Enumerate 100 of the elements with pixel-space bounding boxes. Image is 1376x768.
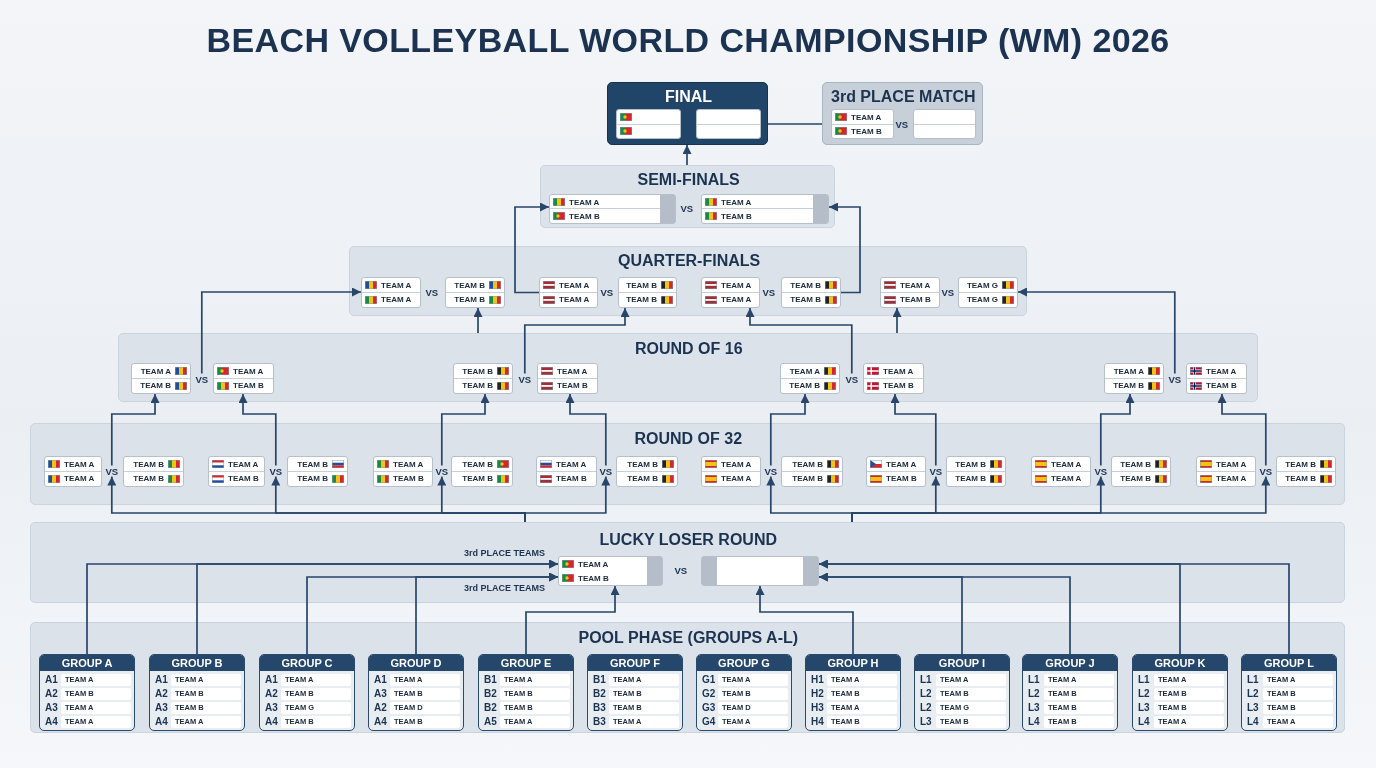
matchup-card <box>701 456 761 487</box>
seed-code: G1 <box>702 674 716 686</box>
third-place-panel <box>822 82 983 145</box>
group-card <box>587 654 683 731</box>
group-card <box>39 654 135 731</box>
matchup-card <box>549 194 676 224</box>
seed-code: L3 <box>1247 702 1259 714</box>
team-name: TEAM B <box>133 474 164 484</box>
empty-matchup-card <box>913 109 976 139</box>
group-header: GROUP E <box>479 655 573 671</box>
seed-code: A2 <box>265 688 278 700</box>
matchup-card <box>618 277 677 308</box>
round-heading: POOL PHASE (GROUPS A-L) <box>578 629 799 647</box>
matchup-card <box>361 277 421 308</box>
team-name: TEAM A <box>557 366 588 376</box>
seed-code: B3 <box>593 716 606 728</box>
team-name: TEAM B <box>556 474 587 484</box>
side-note: 3rd PLACE TEAMS <box>464 582 545 594</box>
round-panel <box>30 622 1345 733</box>
team-name: TEAM A <box>64 459 95 469</box>
seed-code: A2 <box>374 702 387 714</box>
team-name: TEAM A <box>721 474 752 484</box>
team-name: TEAM A <box>721 295 752 305</box>
versus-label: VS <box>518 373 532 385</box>
group-card <box>805 654 901 731</box>
matchup-card <box>445 277 505 308</box>
matchup-card <box>1196 456 1256 487</box>
arrow <box>1217 393 1267 467</box>
team-name: TEAM A <box>228 459 259 469</box>
seed-code: A2 <box>155 688 168 700</box>
team-name: TEAM B <box>557 381 588 391</box>
arrow <box>1017 287 1176 375</box>
team-name: TEAM B <box>393 474 424 484</box>
arrow <box>514 202 550 294</box>
team-name: TEAM B <box>721 211 752 221</box>
team-name: TEAM A <box>559 280 590 290</box>
team-name: TEAM B <box>1285 474 1316 484</box>
matchup-card <box>451 456 513 487</box>
final-panel <box>607 82 768 145</box>
team-name: TEAM B <box>140 381 171 391</box>
team-name: TEAM A <box>883 366 914 376</box>
versus-label: VS <box>425 286 439 298</box>
team-name: TEAM B <box>955 474 986 484</box>
arrow <box>828 202 861 294</box>
versus-label: VS <box>105 465 119 477</box>
matchup-card <box>781 456 843 487</box>
arrow <box>1099 393 1135 467</box>
arrow <box>565 393 607 467</box>
team-name: TEAM B <box>1113 381 1144 391</box>
seed-code: L3 <box>1138 702 1150 714</box>
team-name: TEAM A <box>851 112 882 122</box>
seed-code: A2 <box>45 688 58 700</box>
versus-label: VS <box>435 465 449 477</box>
matchup-card <box>946 456 1006 487</box>
matchup-card <box>558 556 663 586</box>
versus-label: VS <box>941 286 955 298</box>
group-card <box>149 654 245 731</box>
seed-code: A3 <box>45 702 58 714</box>
diagram-title: BEACH VOLLEYBALL WORLD CHAMPIONSHIP (WM) 2026 <box>206 21 1170 59</box>
seed-code: A1 <box>45 674 58 686</box>
arrow <box>769 393 810 467</box>
seed-code: G3 <box>702 702 716 714</box>
versus-label: VS <box>599 465 613 477</box>
seed-code: A4 <box>374 716 387 728</box>
arrow <box>110 393 160 467</box>
team-name: TEAM A <box>559 295 590 305</box>
group-card <box>259 654 355 731</box>
versus-label: VS <box>764 465 778 477</box>
seed-code: L1 <box>1247 674 1259 686</box>
team-name: TEAM A <box>1051 459 1082 469</box>
round-heading: QUARTER-FINALS <box>618 252 761 270</box>
seed-code: L4 <box>1247 716 1259 728</box>
matchup-card <box>1104 363 1164 394</box>
round-panel <box>540 165 835 228</box>
group-card <box>478 654 574 731</box>
team-name: TEAM G <box>966 295 998 305</box>
team-name: TEAM B <box>955 459 986 469</box>
arrow <box>238 393 277 467</box>
team-name: TEAM A <box>569 197 600 207</box>
seed-code: A4 <box>265 716 278 728</box>
team-name: TEAM A <box>789 366 820 376</box>
round-panel <box>30 423 1345 505</box>
seed-code: H4 <box>811 716 824 728</box>
team-name: TEAM A <box>393 459 424 469</box>
versus-label: VS <box>845 373 859 385</box>
team-name: TEAM A <box>381 280 412 290</box>
empty-matchup-card <box>696 109 761 139</box>
seed-code: L1 <box>920 674 932 686</box>
matchup-card <box>880 277 940 308</box>
seed-code: B1 <box>593 674 606 686</box>
seed-code: B2 <box>484 688 497 700</box>
group-header: GROUP J <box>1023 655 1117 671</box>
seed-code: A3 <box>265 702 278 714</box>
arrow <box>524 475 611 523</box>
seed-code: L4 <box>1028 716 1040 728</box>
versus-label: VS <box>680 202 694 214</box>
seed-code: A1 <box>265 674 278 686</box>
matchup-card <box>287 456 348 487</box>
group-card <box>368 654 464 731</box>
team-name: TEAM A <box>1051 474 1082 484</box>
